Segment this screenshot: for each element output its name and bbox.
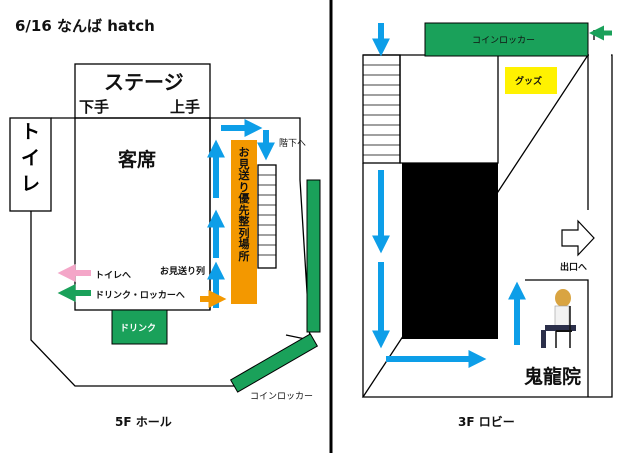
exit-arrow-icon <box>561 219 595 257</box>
lobby-stair-steps <box>363 64 400 156</box>
hall-locker-bottom <box>229 333 319 393</box>
stage-left-label: 下手 <box>79 98 110 116</box>
hall-coin-locker-label: コインロッカー <box>250 392 314 402</box>
event-title: 6/16 なんば hatch <box>15 17 155 35</box>
drink-label: ドリンク <box>120 324 157 334</box>
staircase <box>257 164 277 269</box>
seats-label: 客席 <box>118 149 157 171</box>
priority-char: 見 <box>238 157 250 171</box>
lobby-coin-locker-label: コインロッカー <box>472 36 536 46</box>
priority-char: 所 <box>238 249 250 263</box>
lobby-inner-wall <box>399 54 588 164</box>
hall-caption: 5F ホール <box>115 415 172 429</box>
priority-char: 列 <box>238 226 250 240</box>
black-block <box>402 163 498 339</box>
priority-char: お <box>238 146 250 159</box>
toilet-label: ト イ レ <box>14 121 47 195</box>
lobby-caption: 3F ロビー <box>458 415 515 429</box>
goods-label: グッズ <box>515 77 543 87</box>
lobby-locker <box>424 22 589 57</box>
white-corridor <box>589 45 611 210</box>
person-icon <box>541 289 576 348</box>
priority-char: 場 <box>238 238 250 252</box>
drink-counter <box>111 309 168 345</box>
priority-area-label: お 見 送 り 優 先 整 列 場 所 <box>231 147 257 262</box>
toilet-char-2: イ <box>20 146 40 169</box>
toilet-char-3: レ <box>20 172 40 195</box>
goods-box <box>505 67 557 94</box>
stage-right-label: 上手 <box>170 98 201 116</box>
kiryuin-label: 鬼龍院 <box>524 366 582 388</box>
priority-area-box <box>231 140 257 304</box>
priority-char: 先 <box>238 203 250 217</box>
downstairs-label: 階下へ <box>279 139 307 149</box>
toilet-char-1: ト <box>20 121 40 143</box>
lobby-stage-wall <box>525 279 589 397</box>
seeoff-line-label: お見送り列 <box>160 267 206 277</box>
to-toilet-label: トイレへ <box>95 271 132 281</box>
stage-label: ステージ <box>104 70 184 94</box>
exit-label: 出口へ <box>560 263 588 273</box>
to-drink-locker-label: ドリンク・ロッカーへ <box>95 291 185 301</box>
lobby-stair <box>362 54 401 164</box>
hall-outline <box>30 117 311 387</box>
priority-char: 送 <box>238 169 250 183</box>
priority-char: 整 <box>238 215 250 229</box>
hall-locker-right <box>306 179 321 333</box>
priority-char: り <box>238 180 250 194</box>
priority-char: 優 <box>238 192 250 206</box>
hall-stair-steps <box>258 174 276 256</box>
